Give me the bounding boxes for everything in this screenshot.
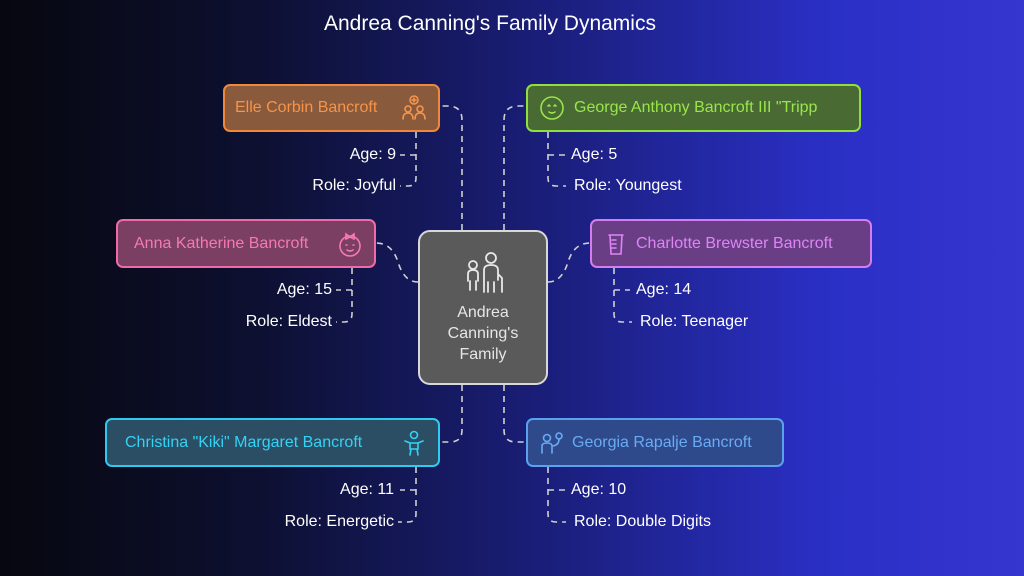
elle-age: Age: 9	[349, 146, 396, 163]
anna-role: Role: Eldest	[245, 313, 332, 330]
child-node-christina: Christina "Kiki" Margaret Bancroft	[105, 418, 440, 467]
christina-age: Age: 11	[340, 481, 394, 498]
center-node: Andrea Canning's Family	[418, 230, 548, 385]
baby-bottle-icon	[602, 230, 630, 258]
child-node-charlotte: Charlotte Brewster Bancroft	[590, 219, 872, 268]
child-node-elle: Elle Corbin Bancroft	[223, 84, 440, 132]
elle-role: Role: Joyful	[312, 177, 396, 194]
george-age: Age: 5	[571, 146, 618, 163]
child-node-anna: Anna Katherine Bancroft	[116, 219, 376, 268]
child-icon	[400, 429, 428, 457]
child-name: Charlotte Brewster Bancroft	[636, 234, 833, 252]
baby-face-icon	[538, 94, 566, 122]
child-node-george: George Anthony Bancroft III "Tripp	[526, 84, 861, 132]
georgia-role: Role: Double Digits	[574, 513, 711, 530]
child-name: Christina "Kiki" Margaret Bancroft	[125, 433, 363, 451]
center-label: Andrea Canning's Family	[447, 304, 519, 363]
person-connection-icon	[538, 429, 566, 457]
child-name: George Anthony Bancroft III "Tripp	[574, 99, 818, 116]
child-name: Georgia Rapalje Bancroft	[572, 433, 752, 451]
charlotte-role: Role: Teenager	[640, 313, 749, 330]
child-node-georgia: Georgia Rapalje Bancroft	[526, 418, 784, 467]
people-connection-icon	[400, 94, 428, 122]
diagram-title: Andrea Canning's Family Dynamics	[324, 12, 656, 35]
anna-age: Age: 15	[276, 281, 332, 298]
baby-girl-icon	[336, 230, 364, 258]
family-icon	[467, 252, 503, 293]
charlotte-age: Age: 14	[636, 281, 692, 298]
georgia-age: Age: 10	[571, 481, 627, 498]
christina-role: Role: Energetic	[284, 513, 394, 530]
child-name: Anna Katherine Bancroft	[134, 234, 309, 252]
child-name: Elle Corbin Bancroft	[235, 99, 378, 116]
george-role: Role: Youngest	[574, 177, 682, 194]
